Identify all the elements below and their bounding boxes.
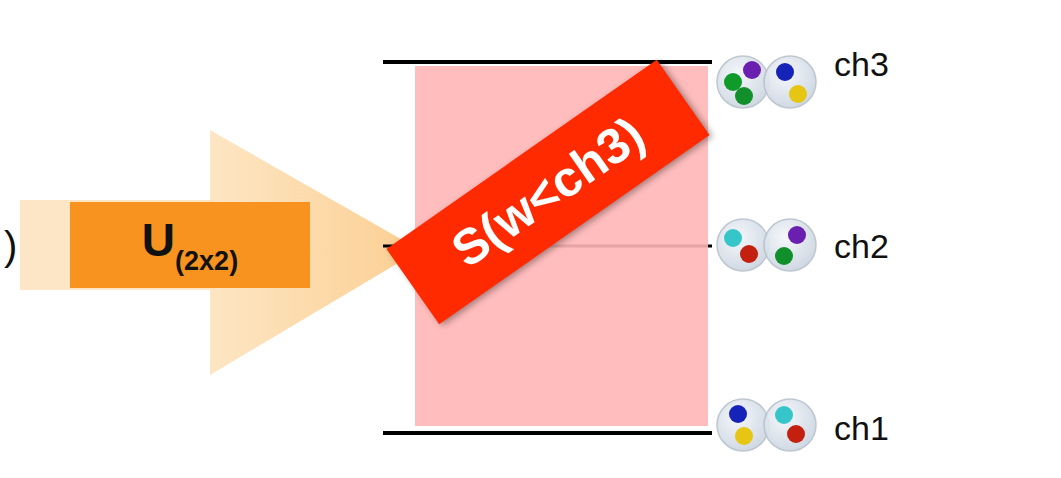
cut-off-bracket: ) — [4, 224, 17, 269]
channel-label: ch2 — [834, 227, 889, 266]
channel-label: ch1 — [834, 409, 889, 448]
input-arrow — [20, 130, 420, 375]
channel-label: ch3 — [834, 45, 889, 84]
threshold-line — [383, 60, 712, 64]
matrix-box: U(2x2) — [70, 202, 310, 288]
hadron-pair — [717, 219, 816, 271]
matrix-symbol: U — [142, 214, 175, 266]
hadron-pair — [717, 56, 816, 108]
matrix-dimension: (2x2) — [175, 246, 238, 276]
hadron-pair — [717, 399, 816, 451]
threshold-line — [383, 431, 712, 435]
